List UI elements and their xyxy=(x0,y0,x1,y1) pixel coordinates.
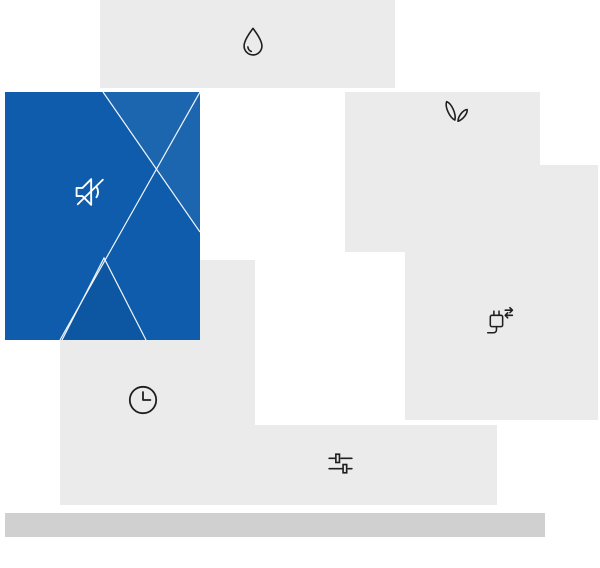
horizontal-scrollbar[interactable] xyxy=(5,513,545,537)
tile-plug[interactable] xyxy=(405,165,598,420)
tile-water[interactable] xyxy=(100,0,395,88)
tile-muted-audio[interactable] xyxy=(5,92,200,340)
ribbon-fold-graphic xyxy=(5,92,200,340)
tile-sliders[interactable] xyxy=(200,425,497,505)
